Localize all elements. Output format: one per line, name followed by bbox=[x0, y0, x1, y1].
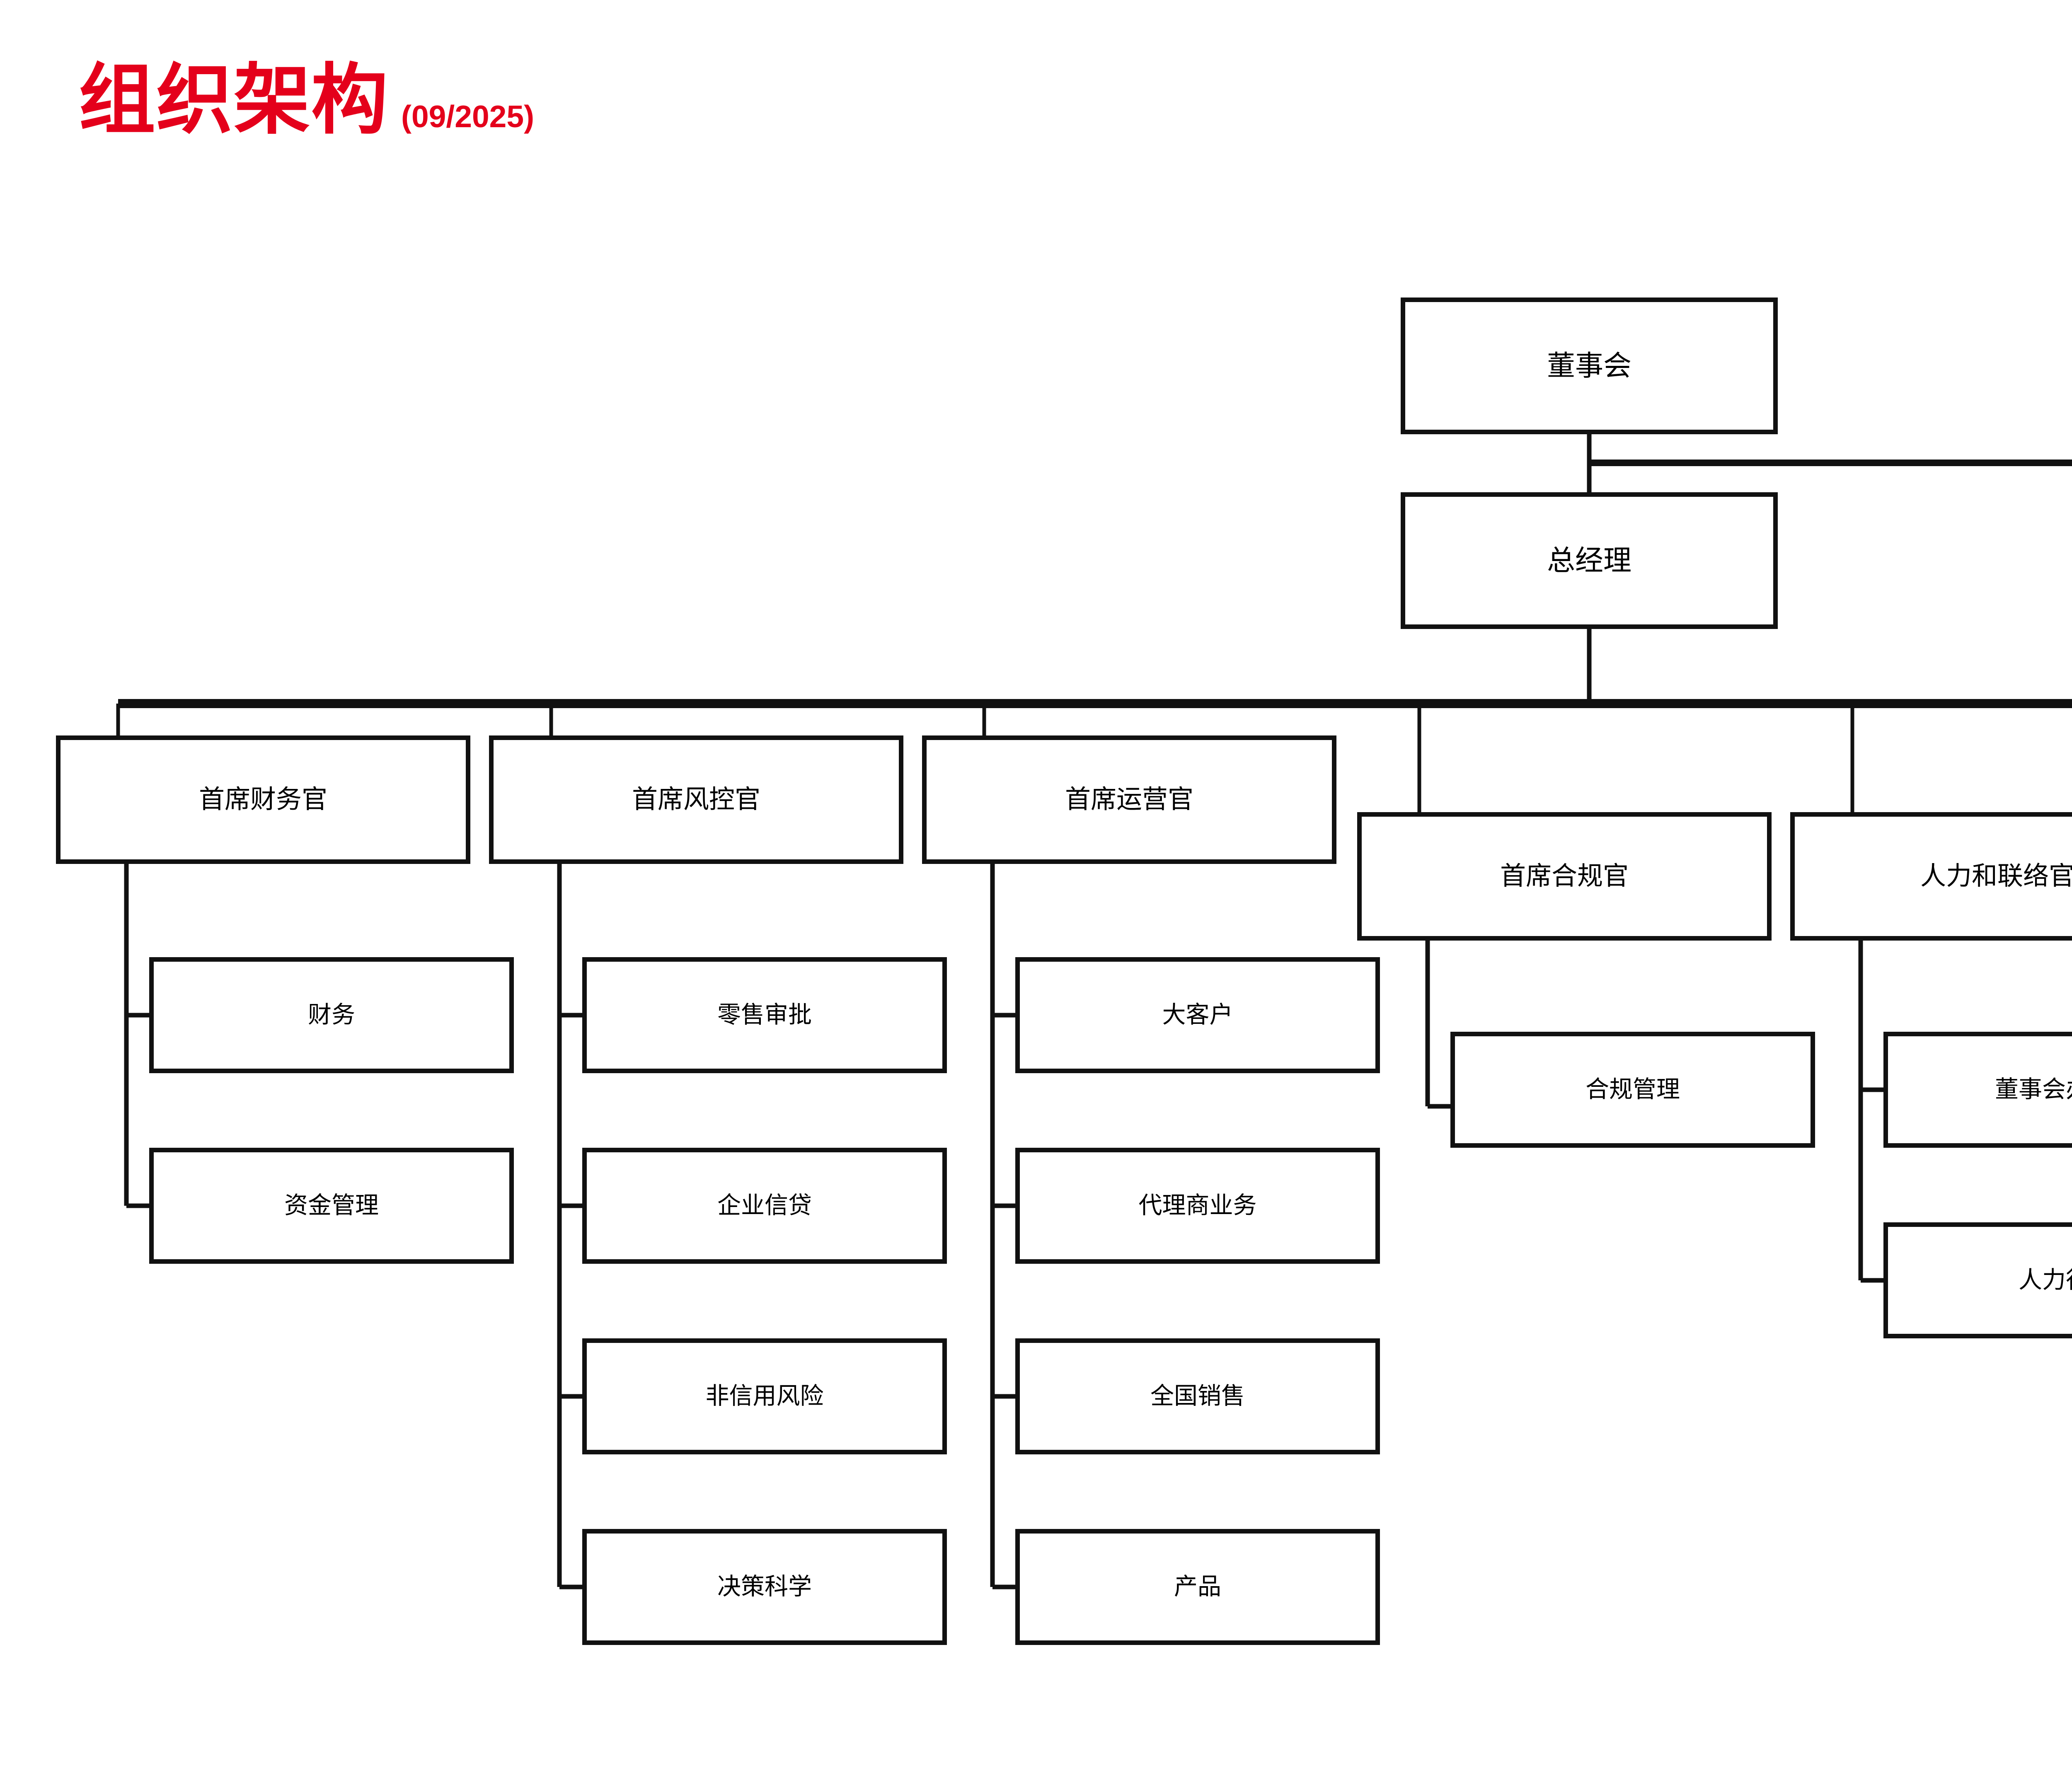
org-node-label: 首席风控官 bbox=[632, 785, 760, 814]
org-node-label: 总经理 bbox=[1547, 544, 1631, 576]
org-node-label: 首席财务官 bbox=[198, 785, 327, 814]
org-node-cro[interactable]: 首席风控官 bbox=[489, 735, 903, 864]
org-node-chro[interactable]: 人力和联络官 bbox=[1790, 812, 2072, 941]
org-node-board[interactable]: 董事会 bbox=[1401, 298, 1778, 434]
org-node-gm[interactable]: 总经理 bbox=[1401, 492, 1778, 629]
org-node-coo[interactable]: 首席运营官 bbox=[922, 735, 1336, 864]
page-title: 组织架构 (09/2025) bbox=[79, 62, 534, 139]
page-title-main: 组织架构 bbox=[79, 58, 389, 143]
org-node-label: 资金管理 bbox=[284, 1192, 379, 1219]
org-node-natl-sales[interactable]: 全国销售 bbox=[1015, 1338, 1380, 1454]
org-node-noncredit[interactable]: 非信用风险 bbox=[582, 1338, 947, 1454]
org-node-treasury[interactable]: 资金管理 bbox=[149, 1148, 514, 1264]
org-node-hr-admin[interactable]: 人力行政 bbox=[1883, 1222, 2072, 1338]
org-node-finance[interactable]: 财务 bbox=[149, 957, 514, 1073]
org-node-corp-credit[interactable]: 企业信贷 bbox=[582, 1148, 947, 1264]
org-node-label: 董事会办公室 bbox=[1995, 1076, 2072, 1103]
org-node-label: 代理商业务 bbox=[1138, 1192, 1257, 1219]
org-node-label: 财务 bbox=[308, 1001, 355, 1028]
org-node-label: 非信用风险 bbox=[705, 1383, 824, 1410]
org-node-label: 全国销售 bbox=[1150, 1383, 1245, 1410]
org-node-decision-sci[interactable]: 决策科学 bbox=[582, 1529, 947, 1645]
org-node-label: 首席运营官 bbox=[1065, 785, 1193, 814]
org-node-label: 首席合规官 bbox=[1500, 862, 1629, 891]
org-node-retail[interactable]: 零售审批 bbox=[582, 957, 947, 1073]
org-node-label: 产品 bbox=[1174, 1573, 1221, 1600]
org-node-label: 合规管理 bbox=[1585, 1076, 1680, 1103]
org-node-label: 人力行政 bbox=[2019, 1267, 2072, 1294]
org-node-label: 企业信贷 bbox=[717, 1192, 812, 1219]
org-node-product[interactable]: 产品 bbox=[1015, 1529, 1380, 1645]
org-node-key-account[interactable]: 大客户 bbox=[1015, 957, 1380, 1073]
org-node-label: 人力和联络官 bbox=[1920, 862, 2072, 891]
org-node-cfo[interactable]: 首席财务官 bbox=[56, 735, 470, 864]
org-node-label: 决策科学 bbox=[717, 1573, 812, 1600]
org-node-agent-biz[interactable]: 代理商业务 bbox=[1015, 1148, 1380, 1264]
org-node-label: 董事会 bbox=[1547, 350, 1631, 382]
org-node-cco[interactable]: 首席合规官 bbox=[1357, 812, 1772, 941]
page-title-date: (09/2025) bbox=[401, 99, 535, 134]
org-node-board-office[interactable]: 董事会办公室 bbox=[1883, 1032, 2072, 1148]
org-node-label: 零售审批 bbox=[717, 1001, 812, 1028]
org-node-compliance[interactable]: 合规管理 bbox=[1450, 1032, 1815, 1148]
org-node-label: 大客户 bbox=[1162, 1001, 1233, 1028]
